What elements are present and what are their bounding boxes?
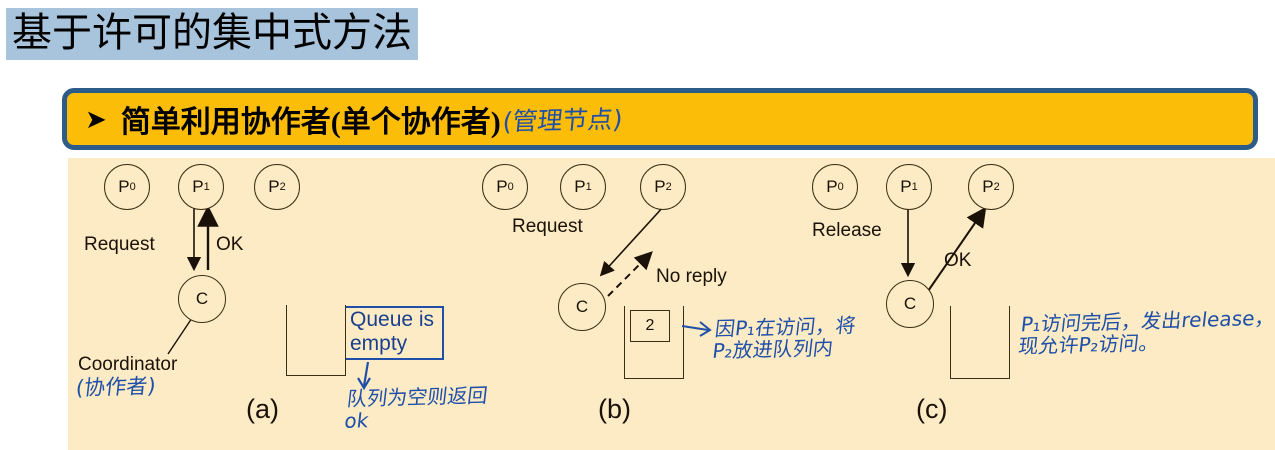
figure-c-arrows xyxy=(900,206,987,295)
queue-annotation-text: Queue is empty xyxy=(350,308,435,355)
coordinator-node: C xyxy=(886,280,934,328)
queue-entry-cell: 2 xyxy=(630,310,670,342)
node-subscript: 1 xyxy=(911,181,918,193)
page-title: 基于许可的集中式方法 xyxy=(6,8,418,60)
figure-c-handwritten-note: P₁访问完后，发出release， 现允许P₂访问。 xyxy=(1016,305,1275,359)
arrow-label-no-reply: No reply xyxy=(656,266,727,287)
figure-b-annotation-pointer xyxy=(681,321,712,337)
figure-caption-a: (a) xyxy=(246,394,279,424)
node-subscript: 0 xyxy=(837,181,844,193)
figure-b-arrows xyxy=(599,205,665,297)
coordinator-caption: Coordinator xyxy=(78,354,178,375)
node-subscript: 2 xyxy=(665,181,672,193)
node-subscript: 2 xyxy=(993,181,1000,193)
arrow-label-request: Request xyxy=(84,234,155,255)
node-subscript: 1 xyxy=(203,181,210,193)
queue-box-a xyxy=(286,305,346,376)
arrow-right-triangle-icon: ➤ xyxy=(85,104,107,134)
node-subscript: 1 xyxy=(585,181,592,193)
figure-caption-b: (b) xyxy=(598,394,631,424)
figure-caption-c: (c) xyxy=(916,394,948,424)
arrow-label-ok: OK xyxy=(944,250,972,271)
node-subscript: 0 xyxy=(129,181,136,193)
queue-annotation-box xyxy=(346,306,444,360)
queue-handwritten-note: 队列为空则返回 ok xyxy=(343,383,489,434)
queue-box-c xyxy=(950,306,1010,379)
banner-label: 简单利用协作者(单个协作者) xyxy=(120,106,501,139)
node-subscript: 2 xyxy=(279,181,286,193)
figure-a-arrows xyxy=(167,205,219,355)
bullet-banner: ➤ 简单利用协作者(单个协作者) (管理节点) xyxy=(62,88,1258,150)
queue-box-b xyxy=(624,306,684,379)
queue-annotation-pointer xyxy=(357,361,371,391)
coordinator-node: C xyxy=(178,275,226,323)
coordinator-node: C xyxy=(558,283,606,331)
arrow-label-ok: OK xyxy=(216,234,244,255)
arrow-label-release: Release xyxy=(812,220,882,241)
arrow-label-request: Request xyxy=(512,216,583,237)
node-subscript: 0 xyxy=(507,181,514,193)
banner-handwritten-note: (管理节点) xyxy=(501,104,624,137)
